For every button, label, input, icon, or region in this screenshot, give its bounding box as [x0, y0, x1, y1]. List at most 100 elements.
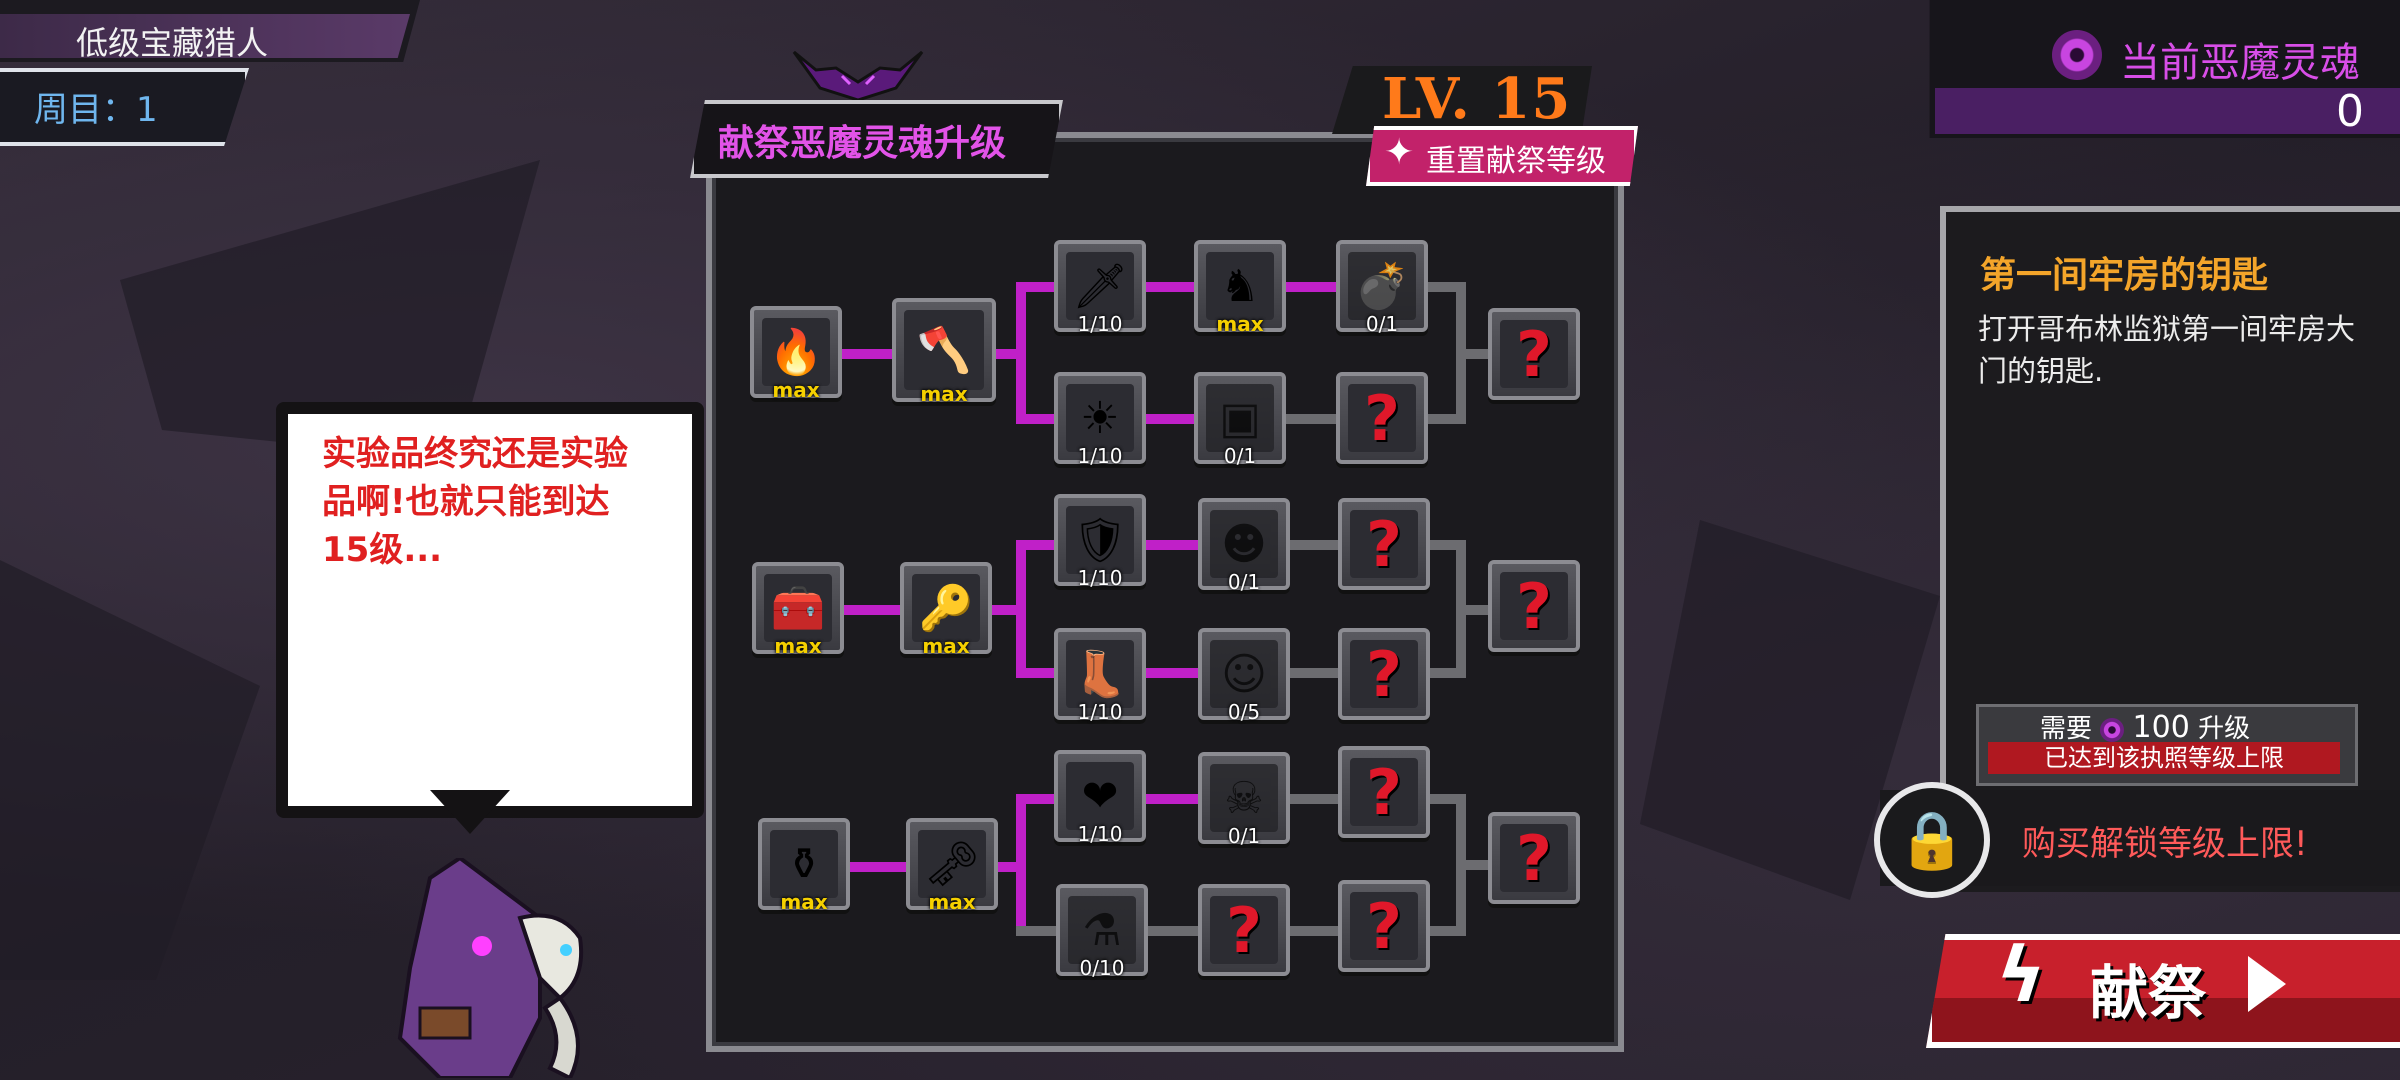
requirement-line: 需要 100 升级: [2040, 708, 2250, 745]
node-level: 0/10: [1079, 956, 1125, 980]
upgrade-node[interactable]: ☻0/1: [1198, 498, 1290, 594]
sacrifice-button[interactable]: [1926, 934, 2400, 1048]
node-level: 1/10: [1077, 566, 1123, 590]
upgrade-node[interactable]: ♞max: [1194, 240, 1286, 336]
board-title-plate: [690, 100, 1063, 178]
connector: [1456, 860, 1490, 870]
speech-bubble: [276, 402, 704, 818]
connector: [1016, 794, 1026, 934]
node-level: 0/1: [1227, 570, 1261, 594]
upgrade-node[interactable]: ?: [1336, 372, 1428, 464]
cart-icon: ▣: [1206, 384, 1274, 452]
unknown-icon: ?: [1350, 756, 1418, 829]
sun-up-icon: ☀: [1066, 384, 1134, 452]
node-level: max: [920, 382, 968, 406]
upgrade-node[interactable]: 🗝max: [906, 818, 998, 914]
star-icon: ✦: [1384, 132, 1415, 173]
upgrade-node[interactable]: ☠0/1: [1198, 752, 1290, 848]
anvil-fire-icon: 🔥: [762, 318, 830, 386]
upgrade-node[interactable]: ?: [1338, 628, 1430, 720]
connector: [1016, 540, 1026, 676]
connector: [838, 349, 898, 359]
upgrade-node[interactable]: 👢1/10: [1054, 628, 1146, 724]
knight-icon: ♞: [1206, 252, 1274, 320]
upgrade-node[interactable]: ?: [1488, 560, 1580, 652]
smile-icon: ☺: [1210, 640, 1278, 708]
node-level: max: [928, 890, 976, 914]
unknown-icon: ?: [1500, 822, 1568, 895]
connector: [1016, 668, 1056, 678]
upgrade-node[interactable]: ?: [1338, 880, 1430, 972]
unknown-icon: ?: [1348, 382, 1416, 455]
connector: [1144, 794, 1198, 804]
connector: [1424, 414, 1464, 424]
demon-character: [397, 858, 584, 1078]
requirement-cost: 100: [2132, 710, 2190, 745]
unlock-limit-label[interactable]: 购买解锁等级上限!: [2022, 824, 2308, 864]
upgrade-node[interactable]: 💣0/1: [1336, 240, 1428, 336]
upgrade-node[interactable]: ❤1/10: [1054, 750, 1146, 846]
play-arrow-icon: [2248, 956, 2286, 1012]
node-level: 0/1: [1365, 312, 1399, 336]
title-plate: [0, 0, 420, 62]
goblin-icon: ☻: [1210, 510, 1278, 578]
node-level: 1/10: [1077, 312, 1123, 336]
axe-icon: 🪓: [904, 310, 984, 390]
upgrade-node[interactable]: ?: [1488, 812, 1580, 904]
unknown-icon: ?: [1500, 318, 1568, 391]
connector: [1284, 414, 1336, 424]
node-level: max: [772, 378, 820, 402]
upgrade-node[interactable]: 🛡1/10: [1054, 494, 1146, 590]
connector: [1288, 668, 1338, 678]
speech-text: 实验品终究还是实验品啊!也就只能到达15级...: [322, 434, 628, 570]
node-level: 0/1: [1223, 444, 1257, 468]
upgrade-node[interactable]: ⚗0/10: [1056, 884, 1148, 980]
upgrade-node[interactable]: 🔥max: [750, 306, 842, 402]
upgrade-node[interactable]: ?: [1338, 746, 1430, 838]
soul-bar: [1935, 88, 2400, 134]
upgrade-node[interactable]: ?: [1198, 884, 1290, 976]
limit-notice: 已达到该执照等级上限: [1988, 742, 2340, 774]
sacrifice-label[interactable]: 献祭: [2090, 959, 2207, 1027]
upgrade-node[interactable]: ⚱max: [758, 818, 850, 914]
requirement-prefix: 需要: [2040, 714, 2093, 744]
node-level: 0/5: [1227, 700, 1261, 724]
connector: [1144, 540, 1198, 550]
connector: [1016, 282, 1056, 292]
unknown-icon: ?: [1350, 890, 1418, 963]
potion-icon: ⚗: [1068, 896, 1136, 964]
level-plate: [1332, 66, 1592, 134]
connector: [1424, 540, 1464, 550]
upgrade-node[interactable]: 🪓max: [892, 298, 996, 406]
connector: [1016, 540, 1056, 550]
upgrade-node[interactable]: ☀1/10: [1054, 372, 1146, 468]
upgrade-node[interactable]: ?: [1488, 308, 1580, 400]
upgrade-node[interactable]: ☺0/5: [1198, 628, 1290, 724]
item-title: 第一间牢房的钥匙: [1980, 255, 2269, 296]
key-icon: 🔑: [912, 574, 980, 642]
connector: [1424, 794, 1464, 804]
unknown-icon: ?: [1210, 894, 1278, 967]
node-level: max: [1216, 312, 1264, 336]
connector: [1424, 926, 1464, 936]
connector: [1288, 926, 1338, 936]
upgrade-node[interactable]: ?: [1338, 498, 1430, 590]
upgrade-node[interactable]: 🔑max: [900, 562, 992, 658]
connector: [1284, 282, 1336, 292]
upgrade-node[interactable]: 🗡1/10: [1054, 240, 1146, 336]
upgrade-node[interactable]: ▣0/1: [1194, 372, 1286, 468]
demon-horns-icon: [792, 50, 924, 102]
connector: [1016, 926, 1056, 936]
unknown-icon: ?: [1500, 570, 1568, 643]
node-level: 1/10: [1077, 822, 1123, 846]
winged-boot-icon: 👢: [1066, 640, 1134, 708]
treasure-chest-icon: 🧰: [764, 574, 832, 642]
connector: [1016, 794, 1056, 804]
bomb-icon: 💣: [1348, 252, 1416, 320]
reset-sacrifice-label[interactable]: 重置献祭等级: [1426, 144, 1606, 179]
connector: [1144, 926, 1198, 936]
node-level: max: [780, 890, 828, 914]
upgrade-node[interactable]: 🧰max: [752, 562, 844, 658]
connector: [994, 862, 1022, 872]
lock-icon[interactable]: 🔒: [1874, 782, 1990, 898]
